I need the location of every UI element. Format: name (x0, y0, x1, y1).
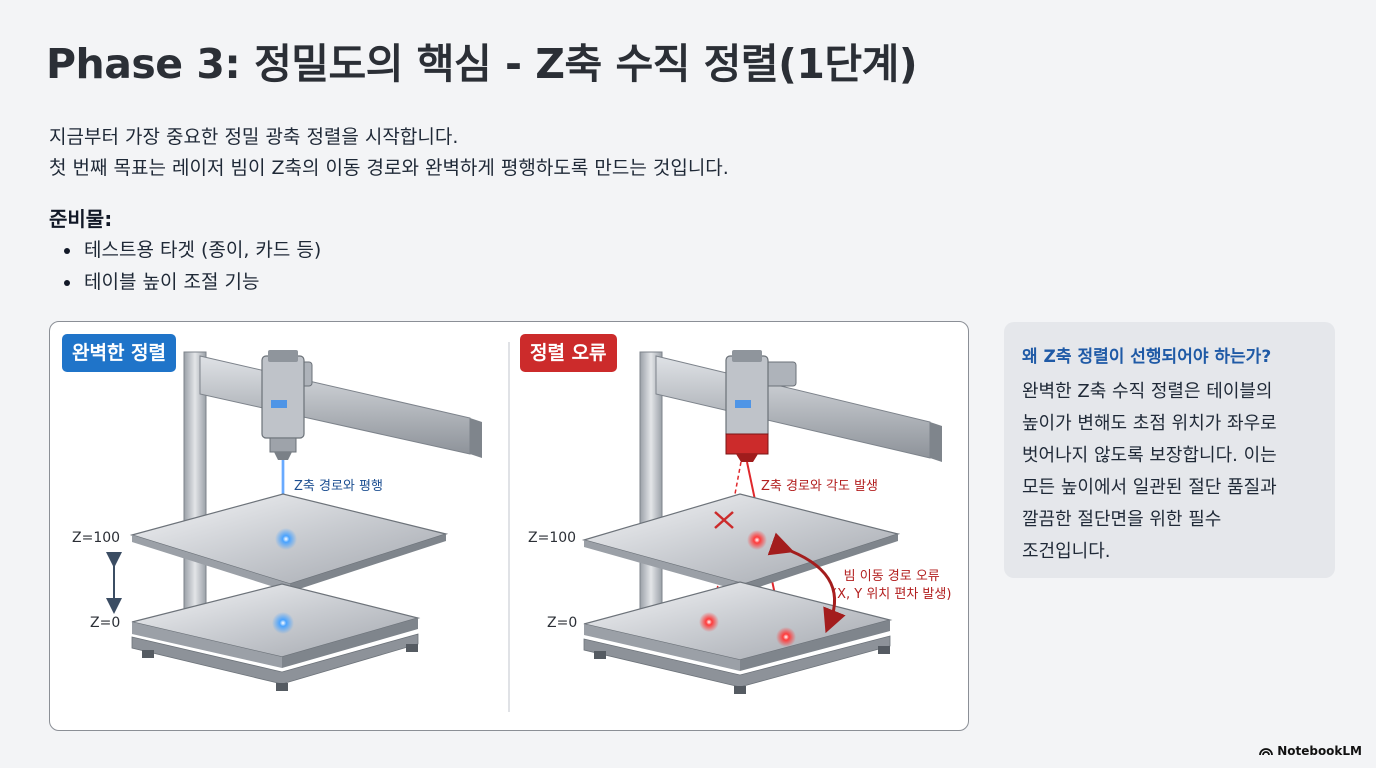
callout-line: 높이가 변해도 초점 위치가 좌우로 (1022, 413, 1277, 434)
correct-machine (106, 350, 482, 691)
brand-name: NotebookLM (1277, 744, 1362, 758)
callout-body: 완벽한 Z축 수직 정렬은 테이블의 높이가 변해도 초점 위치가 좌우로 벗어… (1022, 376, 1277, 568)
beam-spot (776, 627, 796, 647)
list-item: 테스트용 타겟 (종이, 카드 등) (62, 234, 321, 266)
error-machine (581, 350, 942, 694)
z-bottom-label: Z=0 (90, 615, 121, 631)
callout-line: 조건입니다. (1022, 541, 1111, 562)
alignment-error-badge: 정렬 오류 (520, 334, 617, 372)
callout-line: 깔끔한 절단면을 위한 필수 (1022, 509, 1222, 530)
path-error-line-2: (X, Y 위치 편차 발생) (832, 587, 952, 602)
preparation-heading: 준비물: (49, 207, 113, 231)
laser-head (725, 355, 769, 439)
angled-beam-label: Z축 경로와 각도 발생 (761, 479, 878, 494)
alignment-illustration (106, 342, 942, 712)
list-item: 테이블 높이 조절 기능 (62, 266, 321, 298)
laser-head (261, 355, 305, 439)
gantry-rail (199, 355, 471, 455)
callout-line: 모든 높이에서 일관된 절단 품질과 (1022, 477, 1277, 498)
z-top-label: Z=100 (72, 530, 121, 546)
alignment-comparison-figure: 완벽한 정렬 정렬 오류 Z축 경로와 평행 Z=100 Z=0 Z축 경로와 … (49, 321, 969, 731)
correct-alignment-badge: 완벽한 정렬 (62, 334, 177, 372)
why-alignment-callout: 왜 Z축 정렬이 선행되어야 하는가? 완벽한 Z축 수직 정렬은 테이블의 높… (1004, 322, 1335, 578)
brand-watermark: NotebookLM (1259, 744, 1362, 758)
page-title: Phase 3: 정밀도의 핵심 - Z축 수직 정렬(1단계) (46, 40, 918, 88)
z-bottom-label: Z=0 (547, 615, 578, 631)
beam-spot (272, 612, 294, 634)
beam-spot (747, 530, 767, 550)
callout-line: 벗어나지 않도록 보장합니다. 이는 (1022, 445, 1277, 466)
path-error-line-1: 빔 이동 경로 오류 (843, 569, 940, 584)
path-error-label: 빔 이동 경로 오류 (X, Y 위치 편차 발생) (832, 568, 951, 604)
z-top-label: Z=100 (528, 530, 577, 546)
intro-line-2: 첫 번째 목표는 레이저 빔이 Z축의 이동 경로와 완벽하게 평행하도록 만드… (49, 157, 729, 179)
callout-line: 완벽한 Z축 수직 정렬은 테이블의 (1022, 381, 1273, 402)
preparation-list: 테스트용 타겟 (종이, 카드 등) 테이블 높이 조절 기능 (62, 234, 321, 298)
callout-title: 왜 Z축 정렬이 선행되어야 하는가? (1022, 347, 1272, 367)
beam-spot (275, 528, 297, 550)
deviation-arrow (767, 532, 846, 634)
notebooklm-logo-icon (1259, 748, 1274, 756)
parallel-beam-label: Z축 경로와 평행 (294, 479, 383, 494)
misaligned-nozzle (725, 433, 769, 455)
intro-text: 지금부터 가장 중요한 정밀 광축 정렬을 시작합니다. 첫 번째 목표는 레이… (49, 122, 729, 184)
intro-line-1: 지금부터 가장 중요한 정밀 광축 정렬을 시작합니다. (49, 126, 459, 148)
beam-spot (699, 612, 719, 632)
